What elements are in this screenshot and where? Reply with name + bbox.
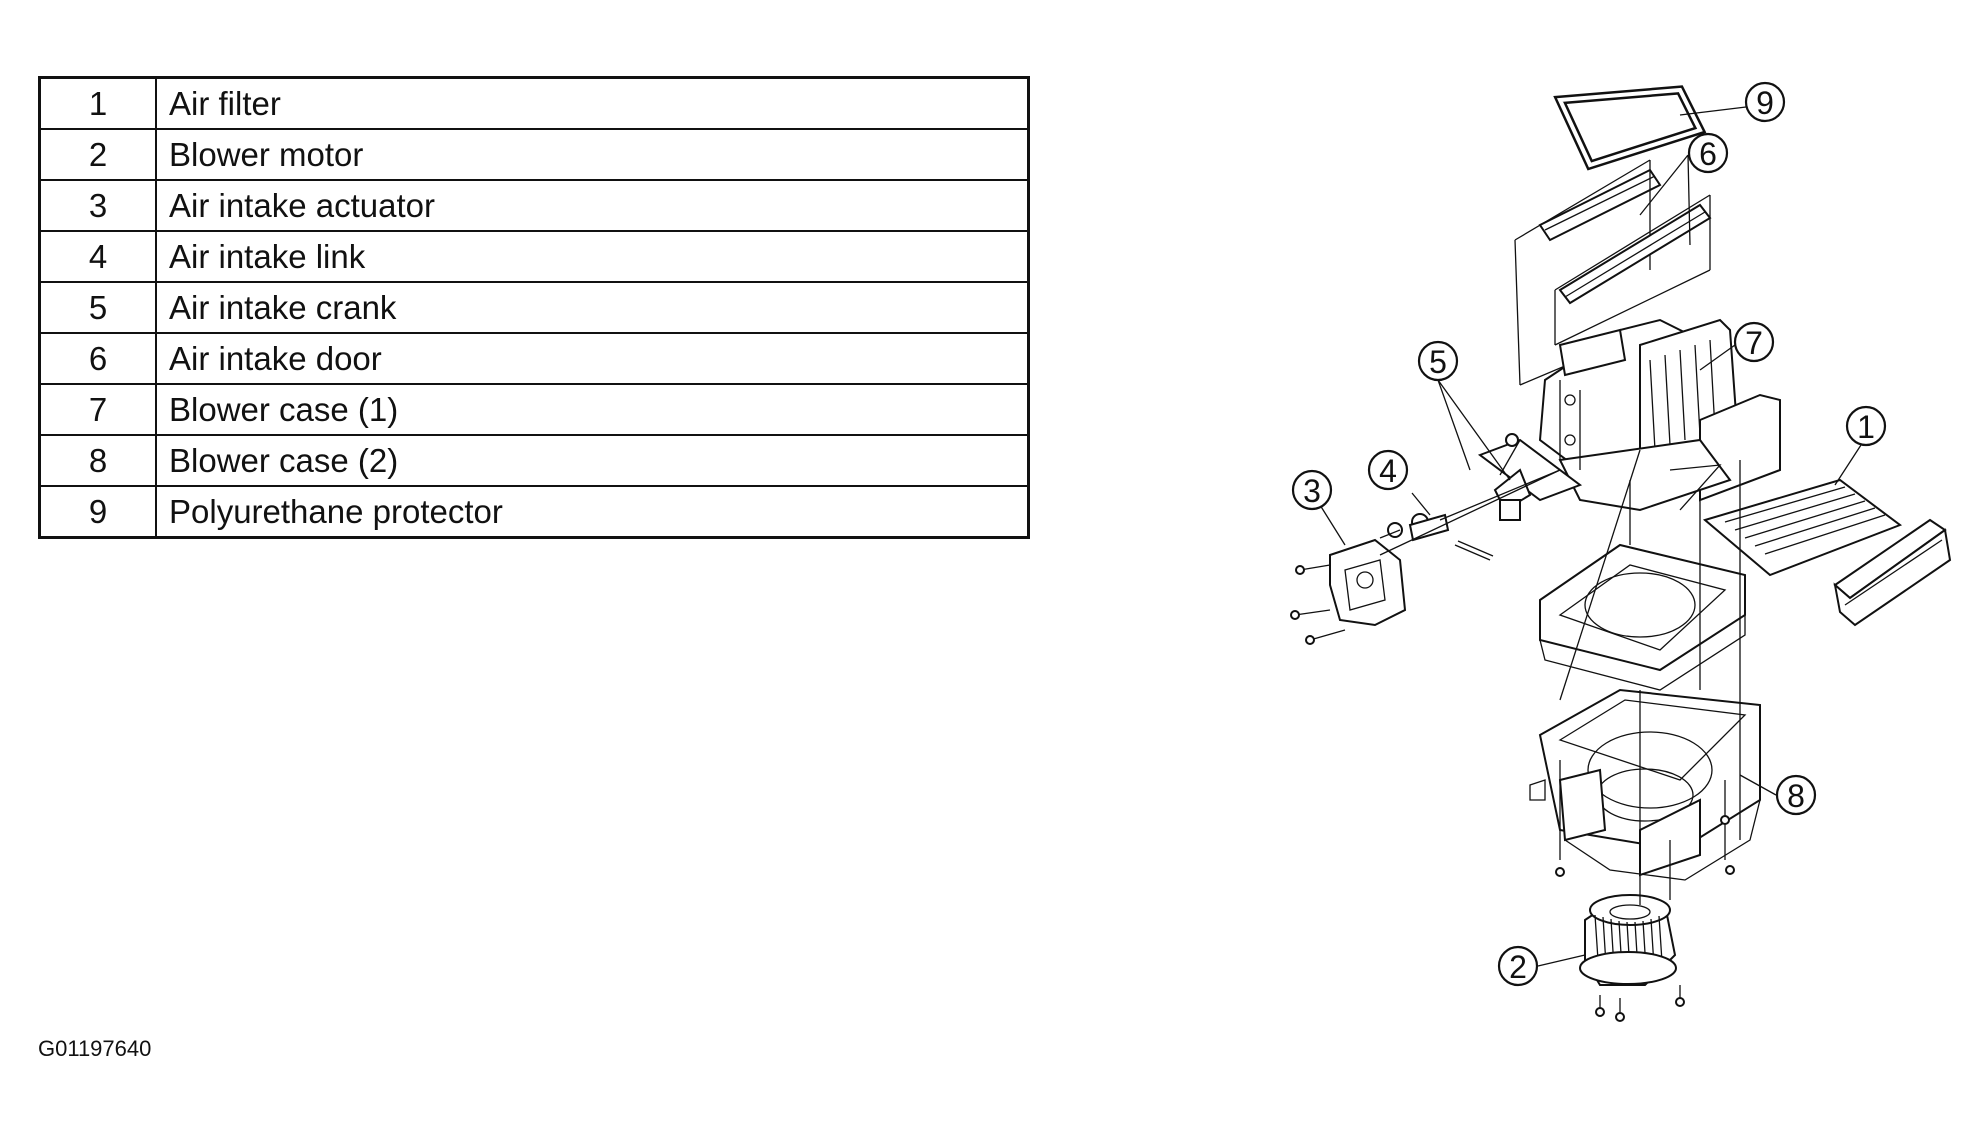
callout-number: 9 [1756, 85, 1774, 121]
assembly-guide-lines [1379, 449, 1741, 905]
callout-7: 7 [1733, 321, 1775, 363]
legend-label: Air filter [155, 76, 1030, 130]
callout-number: 1 [1857, 409, 1875, 445]
legend-label: Blower case (1) [155, 383, 1030, 436]
legend-number: 4 [38, 230, 157, 283]
figure-id: G01197640 [38, 1036, 152, 1061]
callout-number: 4 [1379, 453, 1397, 489]
legend-label: Air intake door [155, 332, 1030, 385]
legend-label: Polyurethane protector [155, 485, 1030, 539]
polyurethane-protector-part [1553, 85, 1707, 171]
legend-number: 7 [38, 383, 157, 436]
legend-number: 3 [38, 179, 157, 232]
blower-case-2-part [1529, 688, 1761, 881]
callout-4: 4 [1367, 449, 1409, 491]
legend-number: 9 [38, 485, 157, 539]
legend-label: Blower case (2) [155, 434, 1030, 487]
air-intake-link-part [1379, 513, 1494, 561]
legend-number: 6 [38, 332, 157, 385]
callout-2: 2 [1497, 945, 1539, 987]
callout-1: 1 [1845, 405, 1887, 447]
callout-3: 3 [1291, 469, 1333, 511]
callout-number: 3 [1303, 473, 1321, 509]
air-intake-actuator-part [1290, 538, 1407, 645]
callout-5: 5 [1417, 340, 1459, 382]
callout-8: 8 [1775, 774, 1817, 816]
legend-number: 1 [38, 76, 157, 130]
callout-number: 6 [1699, 136, 1717, 172]
legend-label: Air intake crank [155, 281, 1030, 334]
legend-label: Blower motor [155, 128, 1030, 181]
legend-number: 2 [38, 128, 157, 181]
callout-number: 8 [1787, 778, 1805, 814]
air-intake-door-part [1514, 159, 1712, 386]
legend-label: Air intake link [155, 230, 1030, 283]
legend-number: 8 [38, 434, 157, 487]
air-filter-part [1702, 478, 1952, 627]
callout-6: 6 [1687, 132, 1729, 174]
callout-number: 5 [1429, 344, 1447, 380]
callout-number: 7 [1745, 325, 1763, 361]
blower-motor-part [1579, 894, 1685, 1022]
legend-label: Air intake actuator [155, 179, 1030, 232]
callout-leaders [1319, 106, 1862, 967]
callout-9: 9 [1744, 81, 1786, 123]
blower-adapter-ring-part [1539, 543, 1746, 691]
legend-number: 5 [38, 281, 157, 334]
callout-number: 2 [1509, 949, 1527, 985]
